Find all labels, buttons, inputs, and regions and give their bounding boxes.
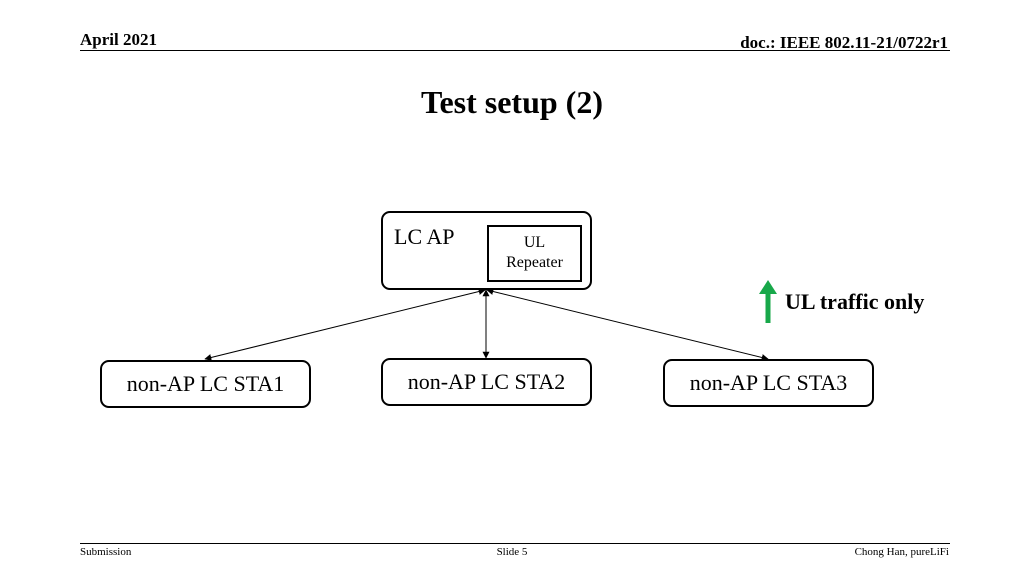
link-ap-sta1 (204, 288, 486, 361)
sta2-node: non-AP LC STA2 (381, 358, 592, 406)
sta1-node: non-AP LC STA1 (100, 360, 311, 408)
repeater-line2: Repeater (506, 254, 563, 271)
legend-label: UL traffic only (785, 289, 925, 314)
header-doc-id: doc.: IEEE 802.11-21/0722r1 (740, 33, 948, 52)
repeater-line1: UL (523, 234, 546, 251)
footer-author: Chong Han, pureLiFi (854, 546, 949, 558)
up-arrow-icon (759, 280, 777, 323)
header-date: April 2021 (80, 30, 157, 49)
slide-title: Test setup (2) (421, 84, 603, 120)
footer-submission: Submission (80, 546, 132, 558)
header-divider (80, 50, 950, 51)
ul-repeater-box: UL Repeater (487, 225, 582, 282)
lc-ap-label: LC AP (394, 224, 455, 249)
footer-divider (80, 543, 950, 544)
footer-slide-number: Slide 5 (496, 546, 528, 558)
sta3-node: non-AP LC STA3 (663, 359, 874, 407)
link-ap-sta3 (486, 288, 769, 361)
